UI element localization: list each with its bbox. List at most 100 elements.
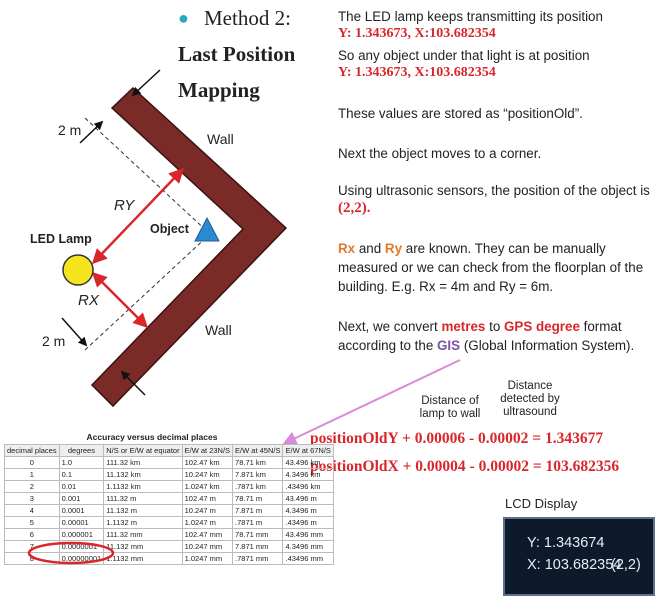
lcd-pos: (2,2) — [611, 557, 641, 573]
wall-label-bottom: Wall — [205, 322, 232, 338]
table-cell: 1.1132 km — [103, 480, 183, 493]
table-cell: .43496 mm — [282, 552, 334, 565]
table-cell: 4.3496 mm — [282, 540, 334, 553]
text-p4: Next the object moves to a corner. — [338, 146, 542, 161]
table-cell: 4.3496 km — [282, 468, 334, 481]
table-cell: 0.00001 — [58, 516, 105, 529]
header-cell: E/W at 67N/S — [282, 444, 334, 457]
table-cell: 10.247 m — [181, 504, 234, 517]
table-cell: 7.871 km — [232, 468, 284, 481]
title-line-2: Last Position — [178, 42, 296, 66]
table-cell: .43496 m — [282, 516, 334, 529]
table-cell: 11.132 m — [103, 504, 183, 517]
formula-x: positionOldX + 0.00004 - 0.00002 = 103.6… — [310, 458, 620, 475]
table-cell: 111.32 m — [103, 492, 183, 505]
table-header-row: decimal places degrees N/S or E/W at equ… — [4, 444, 334, 457]
table-cell: 4 — [4, 504, 60, 517]
corner-diagram — [61, 69, 288, 408]
text-p2: So any object under that light is at pos… — [338, 48, 590, 63]
table-cell: 111.32 km — [103, 456, 183, 469]
p6-rest: are known. They can be manually — [402, 241, 606, 256]
wall-label-top: Wall — [207, 131, 234, 147]
table-cell: 0.000001 — [58, 528, 105, 541]
object-label: Object — [150, 222, 189, 236]
table-cell: 1.0247 mm — [181, 552, 234, 565]
arrow-2m-top-b — [79, 120, 104, 144]
header-cell: N/S or E/W at equator — [103, 444, 183, 457]
table-cell: 7.871 m — [232, 504, 284, 517]
table-cell: 11.132 km — [103, 468, 183, 481]
table-cell: 111.32 mm — [103, 528, 183, 541]
table-cell: 102.47 km — [181, 456, 234, 469]
table-cell: 43.496 mm — [282, 528, 334, 541]
table-cell: 2 — [4, 480, 60, 493]
rx-term: Rx — [338, 241, 356, 256]
table-cell: 6 — [4, 528, 60, 541]
lcd-y: Y: 1.343674 — [527, 535, 605, 551]
table-cell: 7.871 mm — [232, 540, 284, 553]
table-cell: 1.0247 m — [181, 516, 234, 529]
table-cell: 102.47 mm — [181, 528, 234, 541]
text-p6-line2: measured or we can check from the floorp… — [338, 260, 644, 275]
gis-term: GIS — [437, 338, 461, 353]
title-line-1: Method 2: — [204, 6, 291, 30]
table-cell: 1.0247 km — [181, 480, 234, 493]
text-p6-line1: Rx and Ry are known. They can be manuall… — [338, 240, 606, 257]
text-p1: The LED lamp keeps transmitting its posi… — [338, 9, 603, 24]
ry-arrow — [91, 167, 185, 265]
table-cell: 102.47 m — [181, 492, 234, 505]
object-triangle-icon — [194, 216, 220, 242]
text-p2-coord: Y: 1.343673, X:103.682354 — [338, 65, 496, 80]
gap-label-bottom: 2 m — [42, 333, 66, 349]
table-cell: 0 — [4, 456, 60, 469]
highlight-ellipse — [27, 541, 115, 565]
table-cell: 10.247 mm — [181, 540, 234, 553]
table-cell: 78.71 km — [232, 456, 284, 469]
table-cell: 43.496 km — [282, 456, 334, 469]
label-ultrasound: Distance detected by ultrasound — [500, 380, 560, 418]
table-cell: .43496 km — [282, 480, 334, 493]
table-cell: 0.0001 — [58, 504, 105, 517]
table-cell: 4.3496 m — [282, 504, 334, 517]
header-cell: decimal places — [4, 444, 60, 457]
label-lamp-wall: Distance of lamp to wall — [419, 395, 481, 420]
corner-wall — [90, 86, 288, 408]
table-cell: 78.71 mm — [232, 528, 284, 541]
table-cell: 1.1132 m — [103, 516, 183, 529]
led-lamp-icon — [62, 254, 94, 286]
table-cell: 1.0 — [58, 456, 105, 469]
accuracy-table: decimal places degrees N/S or E/W at equ… — [4, 444, 334, 565]
p7-l2a: according to the — [338, 338, 438, 353]
lcd-x: X: 103.682354 — [527, 557, 622, 573]
table-cell: 1 — [4, 468, 60, 481]
ry-term: Ry — [384, 241, 403, 256]
table-cell: 3 — [4, 492, 60, 505]
table-cell: 10.247 km — [181, 468, 234, 481]
table-title: Accuracy versus decimal places — [86, 432, 218, 442]
table-cell: .7871 km — [232, 480, 284, 493]
formula-y: positionOldY + 0.00006 - 0.00002 = 1.343… — [310, 430, 604, 447]
text-p5: Using ultrasonic sensors, the position o… — [338, 183, 650, 198]
table-cell: 43.496 m — [282, 492, 334, 505]
text-p5-position: (2,2). — [338, 200, 371, 216]
p7-a: Next, we convert — [338, 319, 442, 334]
table-cell: .7871 mm — [232, 552, 284, 565]
led-lamp-label: LED Lamp — [30, 232, 92, 246]
bullet-icon: ● — [178, 8, 189, 28]
table-cell: 0.01 — [58, 480, 105, 493]
arrow-2m-bottom-a — [61, 317, 88, 347]
and-word: and — [355, 241, 385, 256]
text-p1-coord: Y: 1.343673, X:103.682354 — [338, 26, 496, 41]
arrow-2m-bottom-b — [120, 370, 146, 396]
lcd-label: LCD Display — [505, 496, 578, 511]
table-cell: 0.1 — [58, 468, 105, 481]
text-p6-line3: building. E.g. Rx = 4m and Ry = 6m. — [338, 279, 554, 294]
table-cell: 0.001 — [58, 492, 105, 505]
